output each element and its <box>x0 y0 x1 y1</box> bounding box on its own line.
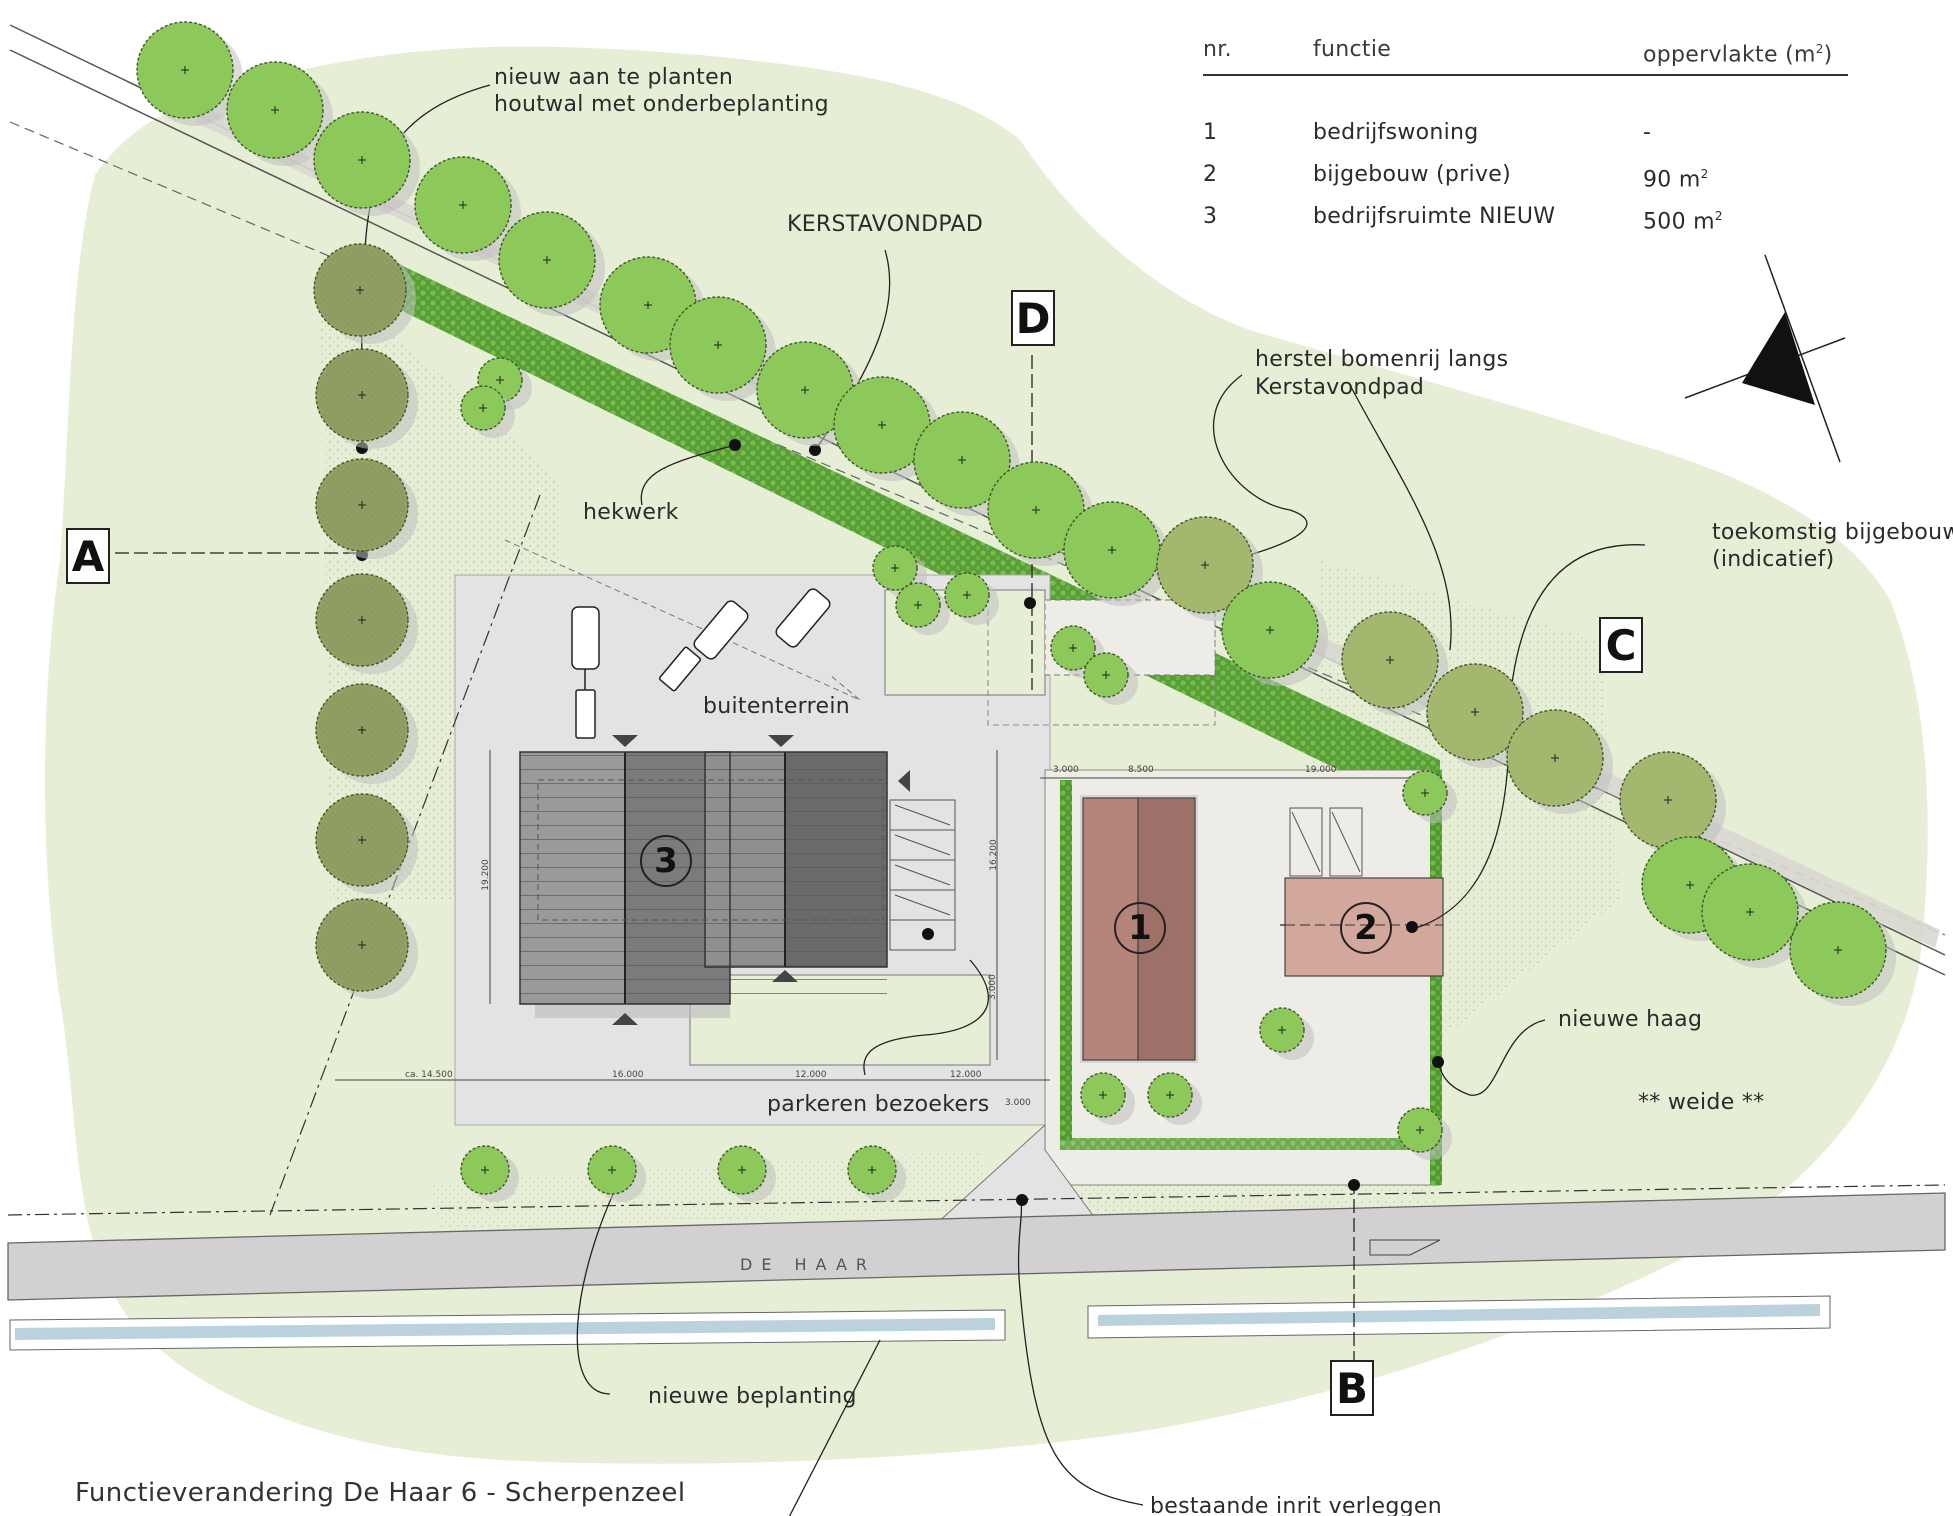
tree-center-mark <box>356 286 364 294</box>
tree-center-mark <box>496 376 504 384</box>
label-parkeren: parkeren bezoekers <box>767 1092 990 1117</box>
tree-center-mark <box>608 1166 616 1174</box>
tree-center-mark <box>1551 754 1559 762</box>
label-hekwerk: hekwerk <box>583 500 679 525</box>
label-road-de-haar: DE HAAR <box>740 1255 876 1274</box>
section-marker-c: C <box>1599 617 1643 673</box>
tree-center-mark <box>1834 946 1842 954</box>
drawing-title: Functieverandering De Haar 6 - Scherpenz… <box>75 1478 686 1508</box>
label-nieuwe-haag: nieuwe haag <box>1558 1007 1703 1032</box>
tree-center-mark <box>1686 881 1694 889</box>
table-row-3-functie: bedrijfsruimte NIEUW <box>1313 204 1556 229</box>
tree-center-mark <box>1099 1091 1107 1099</box>
tree-center-mark <box>358 726 366 734</box>
north-arrow <box>1684 254 1846 463</box>
building-label-1: 1 <box>1114 902 1166 954</box>
dim-left-vertical: 19.200 <box>480 859 491 891</box>
tree-center-mark <box>358 501 366 509</box>
tree-center-mark <box>878 421 886 429</box>
section-marker-b: B <box>1330 1360 1374 1416</box>
tree-center-mark <box>1102 671 1110 679</box>
tree-center-mark <box>963 591 971 599</box>
dim-bottom-1: ca. 14.500 <box>405 1070 453 1080</box>
table-row-1-area: - <box>1643 120 1652 145</box>
tree-center-mark <box>481 1166 489 1174</box>
road-de-haar <box>7 1192 1946 1301</box>
tree-center-mark <box>1166 1091 1174 1099</box>
tree-center-mark <box>358 941 366 949</box>
tree-center-mark <box>1032 506 1040 514</box>
table-header-nr: nr. <box>1203 37 1232 62</box>
section-marker-a: A <box>66 528 110 584</box>
tree-center-mark <box>891 564 899 572</box>
label-herstel-line2: Kerstavondpad <box>1255 375 1425 400</box>
dim-top-1: 3.000 <box>1053 765 1079 775</box>
tree-center-mark <box>1266 626 1274 634</box>
dim-lower: 3.000 <box>1005 1098 1031 1108</box>
trees-group <box>136 21 1896 1202</box>
building-label-3: 3 <box>640 835 692 887</box>
table-divider <box>1203 74 1848 76</box>
building-3-bedrijfsruimte <box>519 735 910 1025</box>
tree-center-mark <box>358 391 366 399</box>
dim-right-vertical-2: 3.000 <box>987 974 998 1000</box>
tree-center-mark <box>543 256 551 264</box>
tree-center-mark <box>1386 656 1394 664</box>
tree-center-mark <box>1421 789 1429 797</box>
label-inrit: bestaande inrit verleggen <box>1150 1494 1442 1516</box>
table-header-functie: functie <box>1313 37 1392 62</box>
tree-center-mark <box>1746 908 1754 916</box>
tree-center-mark <box>479 404 487 412</box>
label-toekomstig-line1: toekomstig bijgebouw <box>1712 520 1953 545</box>
table-row-3-nr: 3 <box>1203 204 1218 229</box>
tree-center-mark <box>1201 561 1209 569</box>
tree-center-mark <box>914 601 922 609</box>
table-header-oppervlakte: oppervlakte (m2) <box>1643 42 1833 68</box>
table-row-1-nr: 1 <box>1203 120 1218 145</box>
tree-center-mark <box>271 106 279 114</box>
tree-center-mark <box>958 456 966 464</box>
tree-center-mark <box>714 341 722 349</box>
label-buitenterrein: buitenterrein <box>703 694 850 719</box>
tree-center-mark <box>868 1166 876 1174</box>
tree-center-mark <box>1108 546 1116 554</box>
dim-right-vertical-1: 16.200 <box>988 839 999 871</box>
label-weide: ** weide ** <box>1638 1090 1765 1115</box>
dim-bottom-4: 12.000 <box>950 1070 982 1080</box>
tree-center-mark <box>1278 1026 1286 1034</box>
table-row-2-area: 90 m2 <box>1643 167 1709 193</box>
dim-bottom-3: 12.000 <box>795 1070 827 1080</box>
label-nieuwe-beplanting: nieuwe beplanting <box>648 1384 857 1409</box>
dim-bottom-2: 16.000 <box>612 1070 644 1080</box>
tree-center-mark <box>358 616 366 624</box>
tree-center-mark <box>644 301 652 309</box>
tree-center-mark <box>1471 708 1479 716</box>
label-houtwal-line1: nieuw aan te planten <box>494 65 734 90</box>
tree-center-mark <box>358 156 366 164</box>
dim-top-2: 8.500 <box>1128 765 1154 775</box>
table-row-1-functie: bedrijfswoning <box>1313 120 1479 145</box>
table-row-2-nr: 2 <box>1203 162 1218 187</box>
table-row-2-functie: bijgebouw (prive) <box>1313 162 1511 187</box>
table-row-3-area: 500 m2 <box>1643 209 1723 235</box>
tree-center-mark <box>459 201 467 209</box>
label-kerstavondpad: KERSTAVONDPAD <box>787 212 984 237</box>
building-label-2: 2 <box>1340 902 1392 954</box>
tree-center-mark <box>358 836 366 844</box>
tree-center-mark <box>1416 1126 1424 1134</box>
tree-center-mark <box>738 1166 746 1174</box>
dim-top-3: 19.000 <box>1305 765 1337 775</box>
tree-center-mark <box>181 66 189 74</box>
label-toekomstig-line2: (indicatief) <box>1712 547 1835 572</box>
tree-center-mark <box>801 386 809 394</box>
label-herstel-line1: herstel bomenrij langs <box>1255 347 1509 372</box>
tree-center-mark <box>1664 796 1672 804</box>
tree-center-mark <box>1069 644 1077 652</box>
section-marker-d: D <box>1011 290 1055 346</box>
label-houtwal-line2: houtwal met onderbeplanting <box>494 92 829 117</box>
